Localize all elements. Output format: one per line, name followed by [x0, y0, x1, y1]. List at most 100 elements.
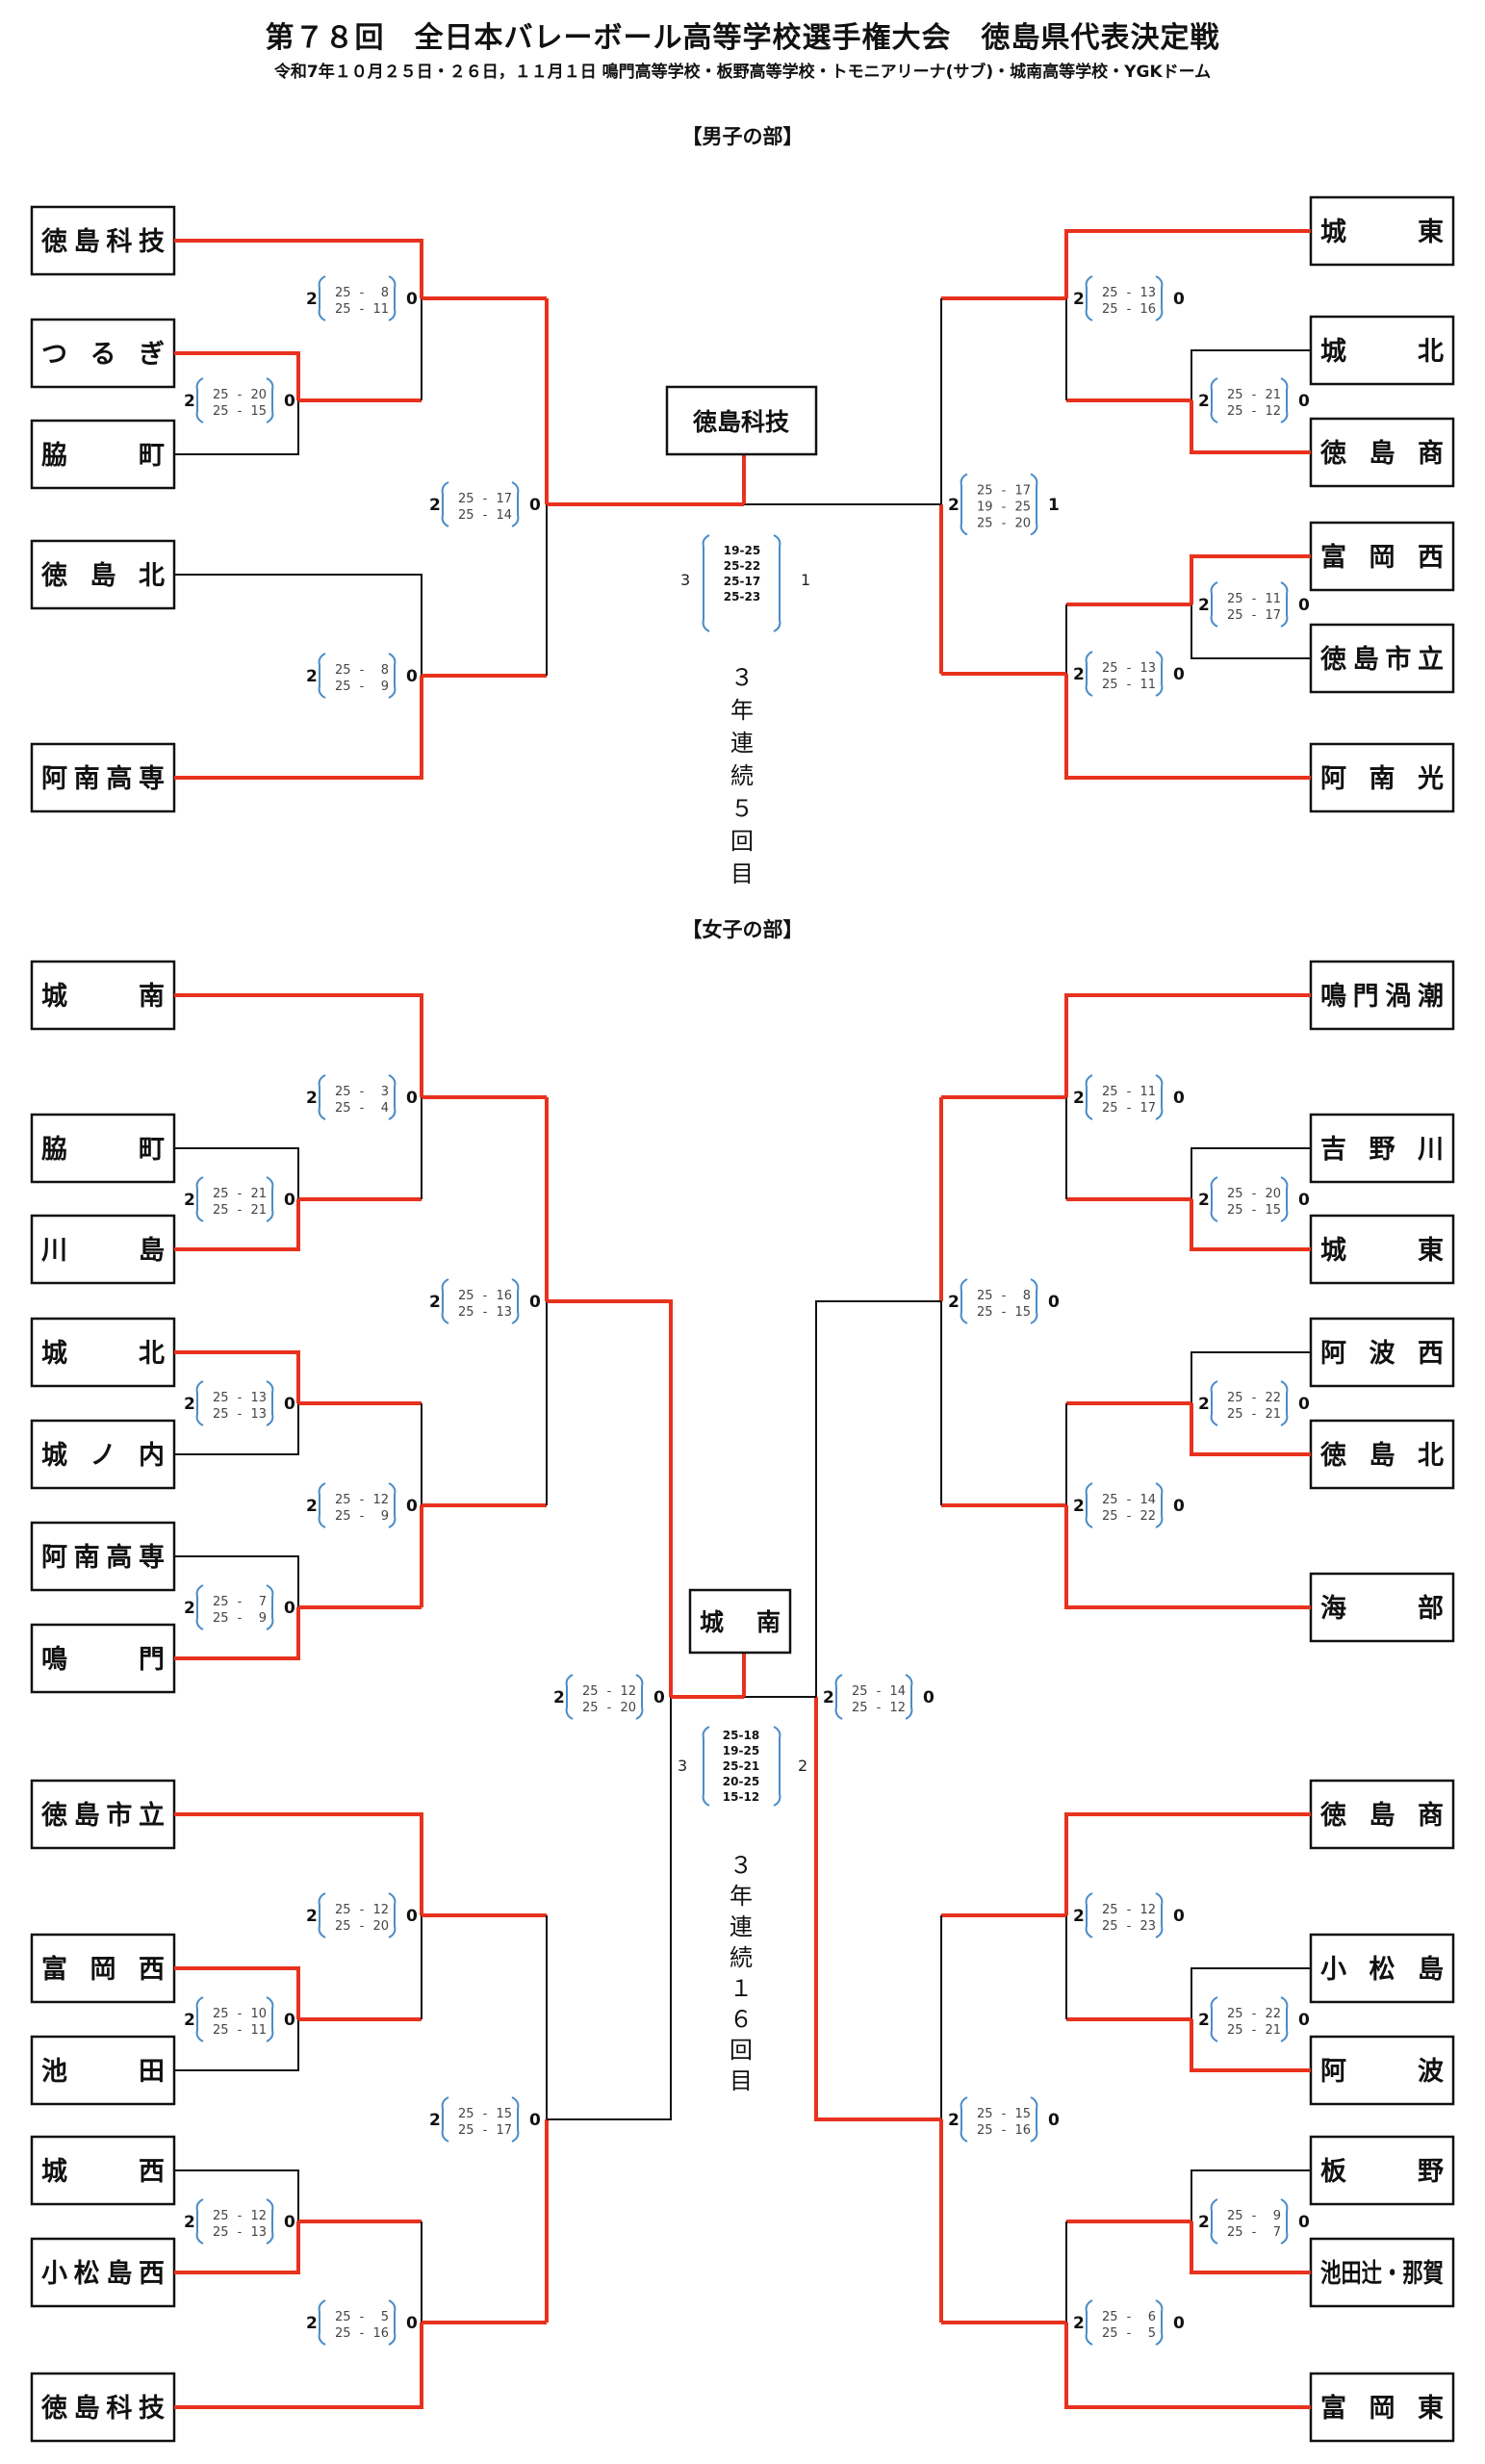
set-score-dash: -	[607, 1684, 612, 1699]
winner-path-line	[1190, 554, 1311, 604]
team-box[interactable]: 城西	[30, 2135, 176, 2206]
set-score-winner: 25	[458, 492, 474, 506]
team-box[interactable]: 城ノ内	[30, 1419, 176, 1490]
team-box[interactable]: 徳島北	[1309, 1419, 1455, 1490]
team-box[interactable]: 徳島市立	[30, 1779, 176, 1850]
team-box[interactable]: 城北	[1309, 315, 1455, 386]
champion-box-border	[665, 385, 818, 456]
set-score-loser: 8	[381, 663, 389, 678]
set-score-loser: 22	[1265, 2007, 1281, 2021]
team-box[interactable]: 脇町	[30, 419, 176, 490]
set-score-dash: -	[238, 2007, 243, 2021]
champion-box[interactable]: 徳島科技	[665, 385, 818, 456]
score-bracket-left	[960, 2096, 968, 2143]
team-box[interactable]: 池田辻・那賀	[1309, 2237, 1455, 2308]
sets-lost: 0	[529, 496, 541, 515]
team-box[interactable]: 阿南高専	[30, 1521, 176, 1592]
set-score-dash: -	[1127, 1919, 1132, 1934]
set-score-loser: 15	[250, 404, 267, 419]
set-score-dash: -	[360, 286, 365, 300]
winner-path-line	[174, 1966, 300, 2019]
team-box[interactable]: 阿波西	[1309, 1317, 1455, 1388]
team-box-border	[1309, 742, 1455, 813]
set-score-winner: 25	[1102, 1085, 1118, 1099]
set-score-winner: 25	[977, 1305, 993, 1320]
team-box[interactable]: 徳島科技	[30, 2372, 176, 2443]
team-box[interactable]: 徳島科技	[30, 205, 176, 276]
set-score-dash: -	[1127, 302, 1132, 317]
set-score-winner: 25	[213, 1407, 229, 1422]
sets-lost: 0	[1298, 2213, 1310, 2232]
team-box[interactable]: 小松島西	[30, 2237, 176, 2308]
score-bracket-right	[511, 2096, 520, 2143]
team-box[interactable]: 徳島市立	[1309, 623, 1455, 694]
set-score-winner: 25	[213, 1391, 229, 1405]
sets-won: 2	[429, 2111, 441, 2130]
team-box[interactable]: つるぎ	[30, 318, 176, 389]
team-box-border	[30, 2372, 176, 2443]
team-box[interactable]: 川島	[30, 1214, 176, 1285]
winner-path-line	[174, 1607, 300, 1660]
set-score-winner: 25	[1227, 608, 1243, 623]
score-bracket-right	[635, 1674, 644, 1720]
set-score-loser: 13	[250, 1391, 267, 1405]
team-box[interactable]: 城南	[30, 960, 176, 1031]
team-name: 城ノ内	[41, 1441, 165, 1471]
team-box[interactable]: 富岡東	[1309, 2372, 1455, 2443]
final-sets-right: 2	[798, 1757, 807, 1775]
score-bracket-left	[1085, 651, 1093, 697]
score-bracket-right	[388, 2299, 397, 2346]
team-box[interactable]: 鳴門	[30, 1623, 176, 1694]
team-box[interactable]: 小松島	[1309, 1933, 1455, 2004]
set-score-dash: -	[238, 2209, 243, 2223]
set-score-loser: 13	[1139, 286, 1156, 300]
set-score-winner: 25	[213, 388, 229, 402]
set-score-dash: -	[360, 663, 365, 678]
team-box[interactable]: 城東	[1309, 1214, 1455, 1285]
team-box[interactable]: 鳴門渦潮	[1309, 960, 1455, 1031]
team-box[interactable]: 徳島商	[1309, 417, 1455, 488]
team-box[interactable]: 富岡西	[30, 1933, 176, 2004]
team-name: 富岡西	[1320, 542, 1444, 573]
bracket-line	[174, 1555, 299, 1607]
sets-lost: 0	[1173, 1497, 1185, 1516]
team-box[interactable]: 海部	[1309, 1572, 1455, 1643]
score-bracket-left	[441, 1278, 449, 1324]
team-box[interactable]: 脇町	[30, 1113, 176, 1184]
set-score-loser: 8	[381, 286, 389, 300]
team-box-border	[30, 2237, 176, 2308]
set-score-loser: 22	[1265, 1391, 1281, 1405]
sets-lost: 0	[1173, 1089, 1185, 1108]
set-score-dash: -	[1002, 1305, 1007, 1320]
score-bracket-left	[1210, 1380, 1218, 1426]
sets-won: 2	[306, 667, 318, 686]
set-score-winner: 25	[1227, 404, 1243, 419]
winner-path-line	[1190, 1199, 1311, 1251]
team-box[interactable]: 富岡西	[1309, 521, 1455, 592]
team-box[interactable]: 阿波	[1309, 2035, 1455, 2106]
set-score-loser: 9	[381, 1509, 389, 1524]
team-box[interactable]: 阿南光	[1309, 742, 1455, 813]
team-box-border	[1309, 2372, 1455, 2443]
team-box[interactable]: 徳島北	[30, 539, 176, 610]
set-score-dash: -	[483, 1289, 488, 1303]
winner-path-line	[174, 2221, 300, 2274]
team-box[interactable]: 池田	[30, 2035, 176, 2106]
set-score-winner: 25	[213, 1187, 229, 1201]
set-score-dash: -	[607, 1701, 612, 1715]
team-box[interactable]: 城北	[30, 1317, 176, 1388]
set-score-loser: 9	[381, 680, 389, 694]
team-box[interactable]: 阿南高専	[30, 742, 176, 813]
bracket-line	[1191, 349, 1311, 400]
streak-note-char: 目	[730, 860, 754, 887]
team-box[interactable]: 板野	[1309, 2135, 1455, 2206]
set-score-winner: 25	[1102, 286, 1118, 300]
score-bracket-left	[441, 2096, 449, 2143]
team-box[interactable]: 徳島商	[1309, 1779, 1455, 1850]
team-box[interactable]: 城東	[1309, 195, 1455, 267]
champion-box[interactable]: 城南	[688, 1588, 792, 1655]
set-score-loser: 13	[496, 1305, 512, 1320]
team-box[interactable]: 吉野川	[1309, 1113, 1455, 1184]
set-score-dash: -	[238, 1187, 243, 1201]
score-bracket-left	[1085, 2299, 1093, 2346]
